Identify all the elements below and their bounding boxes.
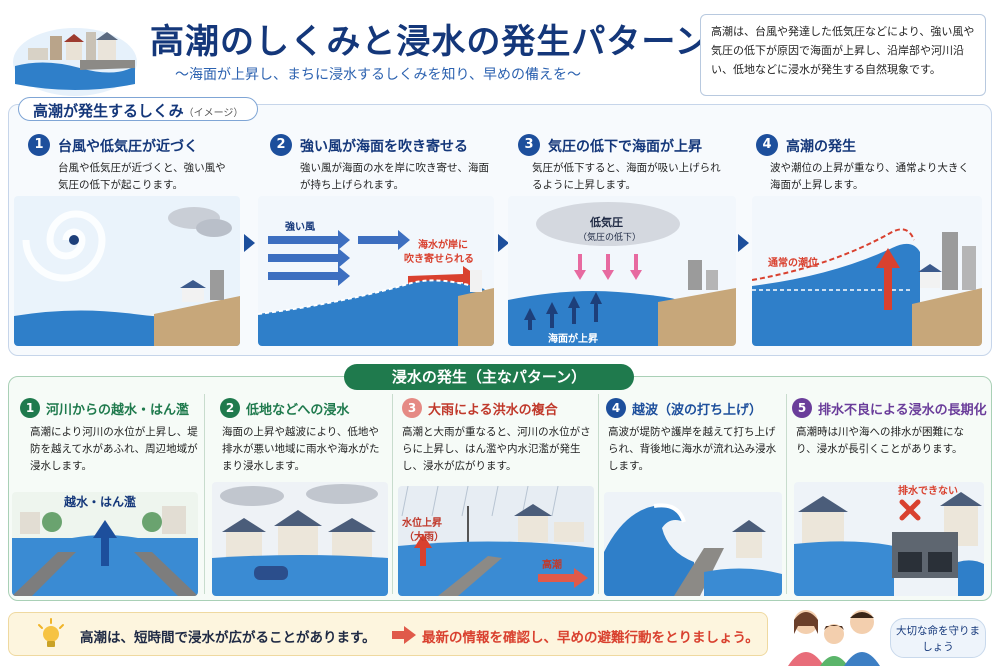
step-1-title: 台風や低気圧が近づく xyxy=(58,139,198,155)
page-subtitle: 〜海面が上昇し、まちに浸水するしくみを知り、早めの備えを〜 xyxy=(175,67,581,83)
step-4-text: 波や潮位の上昇が重なり、通常より大きく海面が上昇します。 xyxy=(770,162,969,191)
pattern-5-text: 高潮時は川や海への排水が困難になり、浸水が長引くことがあります。 xyxy=(796,426,964,455)
typhoon-illustration xyxy=(14,196,240,346)
step-2-number: 2 xyxy=(270,134,292,156)
label-sea-rise: 海面が上昇 xyxy=(548,334,598,345)
description-box: 高潮は、台風や発達した低気圧などにより、強い風や気圧の低下が原因で海面が上昇し、… xyxy=(700,14,986,96)
label-no-drainage: 排水できない xyxy=(898,486,958,497)
label-strong-wind: 強い風 xyxy=(285,222,315,233)
step-4-title: 高潮の発生 xyxy=(786,139,856,155)
mechanism-heading: 高潮が発生するしくみ（イメージ） xyxy=(18,97,259,121)
patterns-heading: 浸水の発生（主なパターン） xyxy=(344,364,634,390)
step-2-text: 強い風が海面の水を岸に吹き寄せ、海面が持ち上げられます。 xyxy=(300,162,489,191)
mechanism-heading-note: （イメージ） xyxy=(183,108,244,119)
label-overflow: 越水・はん濫 xyxy=(64,495,137,509)
label-push-2: 吹き寄せられる xyxy=(404,254,474,265)
label-normal-tide: 通常の潮位 xyxy=(768,258,818,269)
label-storm-surge: 高潮 xyxy=(542,560,562,571)
pattern-2-text: 海面の上昇や越波により、低地や排水が悪い地域に雨水や海水がたまり浸水します。 xyxy=(222,426,380,472)
label-low-pressure: 低気圧 xyxy=(590,216,623,229)
step-1-number: 1 xyxy=(28,134,50,156)
step-arrow-3 xyxy=(738,234,749,252)
pattern-3-number: 3 xyxy=(402,398,422,418)
pattern-2-number: 2 xyxy=(220,398,240,418)
label-push-1: 海水が岸に xyxy=(418,240,468,251)
label-water-rise: 水位上昇 xyxy=(402,518,442,529)
alert-bar xyxy=(8,612,768,656)
step-3-text: 気圧が低下すると、海面が吸い上げられるように上昇します。 xyxy=(532,162,721,191)
pattern-divider-3 xyxy=(598,394,599,594)
step-arrow-1 xyxy=(244,234,255,252)
wind-push-illustration xyxy=(258,196,494,346)
pattern-1-number: 1 xyxy=(20,398,40,418)
label-heavy-rain: （大雨） xyxy=(404,532,444,543)
pattern-4-number: 4 xyxy=(606,398,626,418)
pattern-4-title: 越波（波の打ち上げ） xyxy=(632,403,763,418)
pattern-1-title: 河川からの越水・はん濫 xyxy=(46,403,190,418)
label-low-pressure-sub: （気圧の低下） xyxy=(578,233,642,243)
lightbulb-icon xyxy=(38,618,64,647)
step-2-title: 強い風が海面を吹き寄せる xyxy=(300,139,468,155)
pattern-3-text: 高潮と大雨が重なると、河川の水位がさらに上昇し、はん濫や内水氾濫が発生し、浸水が… xyxy=(402,426,591,472)
wave-overtopping-illustration xyxy=(604,492,782,596)
combined-flood-illustration xyxy=(398,486,594,596)
pattern-divider-2 xyxy=(392,394,393,594)
step-1-text: 台風や低気圧が近づくと、強い風や気圧の低下が起こります。 xyxy=(58,162,226,191)
step-arrow-2 xyxy=(498,234,509,252)
page-title: 高潮のしくみと浸水の発生パターン xyxy=(150,22,710,62)
lowland-flooding-illustration xyxy=(212,482,388,596)
step-3-title: 気圧の低下で海面が上昇 xyxy=(548,139,702,155)
pattern-divider-1 xyxy=(204,394,205,594)
low-pressure-illustration xyxy=(508,196,736,346)
river-overflow-illustration xyxy=(12,492,198,596)
storm-surge-illustration xyxy=(752,196,982,346)
right-arrow-icon xyxy=(392,626,416,644)
drainage-failure-illustration xyxy=(794,482,984,596)
pattern-4-text: 高波が堤防や護岸を越えて打ち上げられ、背後地に海水が流れ込み浸水します。 xyxy=(608,426,777,472)
pattern-3-title: 大雨による洪水の複合 xyxy=(428,403,558,418)
pattern-1-text: 高潮により河川の水位が上昇し、堤防を越えて水があふれ、周辺地域が浸水します。 xyxy=(30,426,198,472)
step-4-number: 4 xyxy=(756,134,778,156)
safety-bubble: 大切な命を守りましょう xyxy=(890,618,986,658)
town-coast-illustration xyxy=(13,28,137,96)
step-3-number: 3 xyxy=(518,134,540,156)
family-illustration xyxy=(788,610,880,666)
alert-message-2: 最新の情報を確認し、早めの避難行動をとりましょう。 xyxy=(422,630,759,646)
mechanism-heading-text: 高潮が発生するしくみ xyxy=(33,102,184,120)
pattern-5-number: 5 xyxy=(792,398,812,418)
pattern-divider-4 xyxy=(786,394,787,594)
alert-message-1: 高潮は、短時間で浸水が広がることがあります。 xyxy=(80,630,376,646)
pattern-5-title: 排水不良による浸水の長期化 xyxy=(818,403,987,418)
pattern-2-title: 低地などへの浸水 xyxy=(246,403,350,418)
